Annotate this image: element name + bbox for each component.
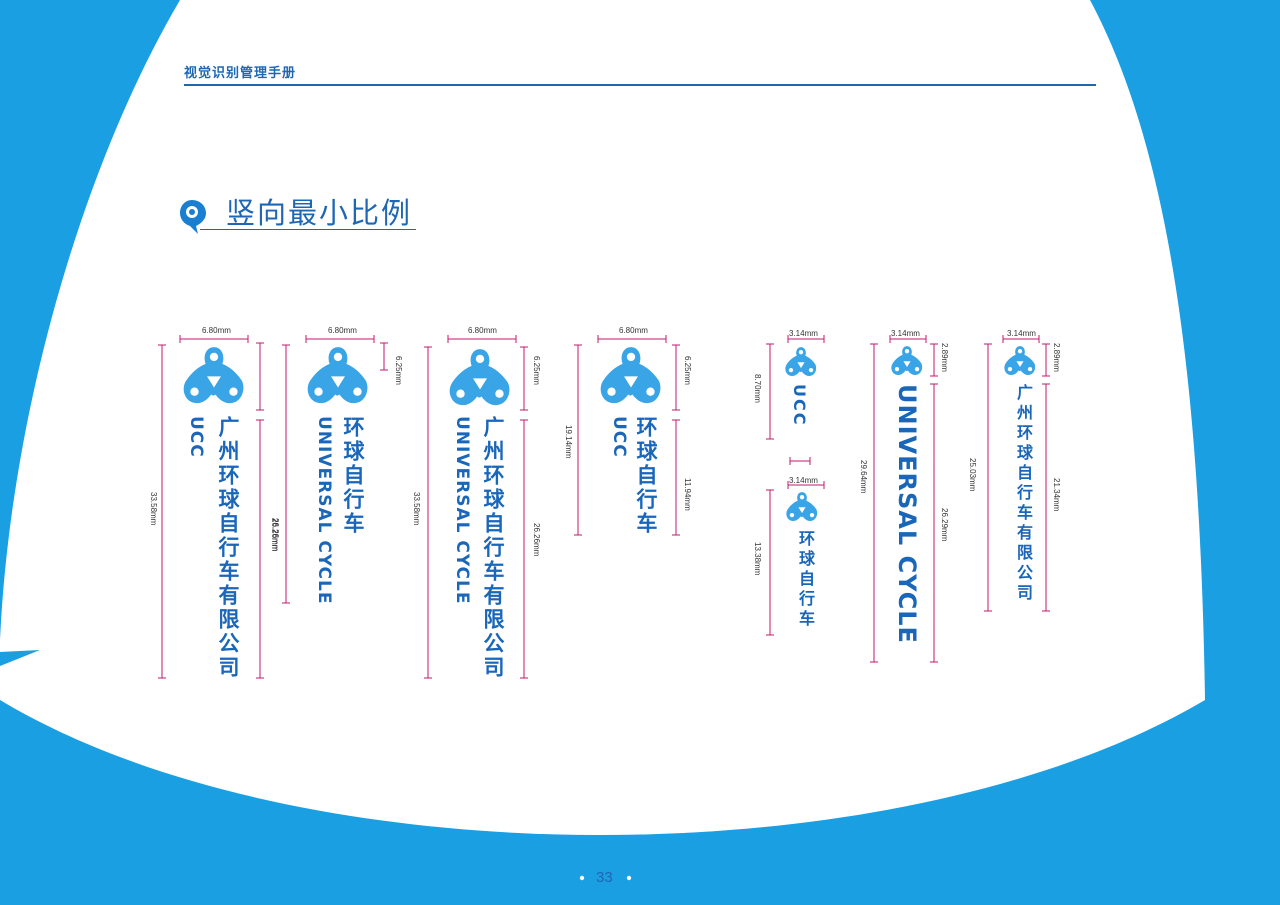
dimension-lines [424, 335, 528, 679]
dimension-lines [282, 335, 388, 604]
text-height-dimension: 11.94mm [683, 478, 692, 511]
width-dimension: 6.80mm [202, 326, 231, 335]
width-dimension: 6.80mm [328, 326, 357, 335]
total-height-dimension: 25.03mm [968, 458, 977, 492]
total-height-dimension: 13.38mm [753, 542, 762, 576]
dimension-lines [574, 335, 680, 536]
brand-line-cn: 环球自行车 [634, 416, 658, 536]
brand-line-cn: 广州环球自行车有限公司 [1014, 384, 1033, 604]
text-height-dimension: 26.29mm [940, 508, 949, 542]
width-dimension: 3.14mm [789, 329, 818, 338]
logo-height-dimension: 6.25mm [532, 356, 541, 385]
logo-height-dimension: 6.25mm [394, 356, 403, 385]
total-height-dimension: 19.14mm [564, 425, 573, 459]
section-title: 竖向最小比例 [226, 196, 413, 230]
brand-line-en: UNIVERSAL CYCLE [893, 384, 921, 644]
dimension-lines [870, 335, 938, 663]
page-number: 33 [596, 869, 613, 886]
fish-icon [562, 872, 588, 886]
width-dimension: 6.80mm [468, 326, 497, 335]
total-height-dimension: 33.58mm [412, 492, 421, 526]
total-height-dimension: 33.58mm [149, 492, 158, 526]
brand-line-cn: 环球自行车 [796, 530, 815, 630]
brand-line-en: UCC [609, 416, 629, 458]
brand-line-en: UCC [790, 384, 809, 427]
total-height-dimension: 29.64mm [859, 460, 868, 494]
logo-height-dimension: 6.25mm [683, 356, 692, 385]
brand-line-en: UNIVERSAL CYCLE [452, 416, 472, 605]
brand-line-cn: 环球自行车 [341, 416, 365, 536]
logo-height-dimension: 2.89mm [1052, 343, 1061, 372]
width-dimension: 3.14mm [789, 476, 818, 485]
brand-line-cn: 广州环球自行车有限公司 [216, 416, 240, 680]
map-pin-icon [180, 200, 206, 234]
text-height-dimension: 26.26mm [271, 518, 280, 552]
width-dimension: 3.14mm [1007, 329, 1036, 338]
fish-icon [623, 872, 649, 886]
total-height-dimension: 8.70mm [753, 374, 762, 403]
section-rule [200, 229, 416, 230]
dimension-lines [984, 335, 1050, 612]
brand-line-en: UNIVERSAL CYCLE [314, 416, 334, 605]
text-height-dimension: 26.26mm [532, 523, 541, 557]
text-height-dimension: 21.34mm [1052, 478, 1061, 512]
brand-line-cn: 广州环球自行车有限公司 [481, 416, 505, 680]
manual-title: 视觉识别管理手册 [184, 66, 297, 81]
width-dimension: 6.80mm [619, 326, 648, 335]
dimension-lines [158, 335, 264, 679]
brand-line-en: UCC [186, 416, 206, 458]
width-dimension: 3.14mm [891, 329, 920, 338]
dimension-lines [766, 335, 825, 440]
logo-height-dimension: 2.89mm [940, 343, 949, 372]
dimension-lines [766, 457, 825, 636]
header-rule [184, 84, 1096, 86]
